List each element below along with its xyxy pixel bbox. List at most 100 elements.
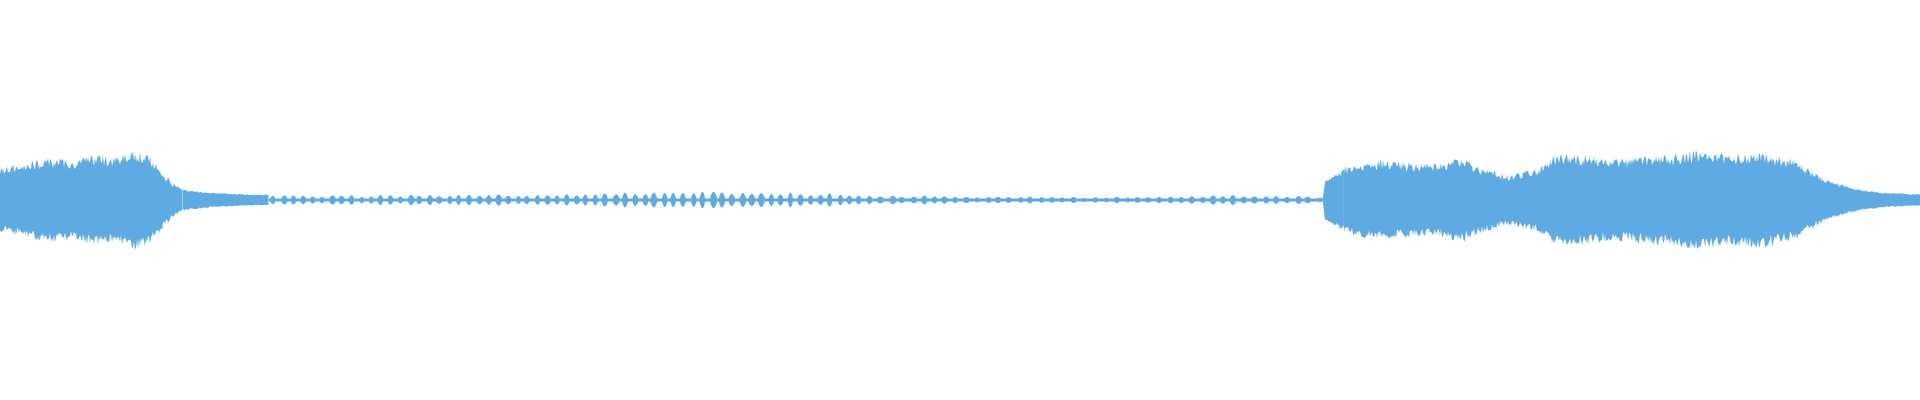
waveform-pulse [776,194,785,206]
waveform-pulse [1113,196,1121,204]
waveform-pulse [1069,196,1078,204]
waveform-pulse [650,192,658,208]
waveform-pulse [1016,197,1025,203]
waveform-pulse [407,194,415,206]
waveform-pulse [690,192,697,208]
waveform-pulse [1004,196,1013,204]
waveform-pulse [727,194,736,206]
waveform-pulse [269,195,276,205]
waveform-pulse [875,196,885,204]
waveform-pulse [1219,196,1227,204]
waveform-pulse [1133,197,1142,203]
waveform-pulse [1315,197,1325,203]
waveform-pulse [358,196,365,204]
waveform-pulse [709,191,718,209]
waveform-pulse [826,193,833,207]
waveform-pulse [563,194,570,206]
waveform-pulse [796,194,805,206]
waveform-pulse [845,195,854,205]
waveform-segment-5 [1344,150,1824,249]
waveform-pulse [455,195,462,205]
waveform-pulse [787,192,794,208]
waveform-pulse [592,194,599,206]
waveform-pulse [642,194,649,206]
waveform-pulse [337,195,346,205]
waveform-pulse [1124,197,1132,203]
waveform-pulse [465,194,473,206]
waveform-pulse [601,193,609,207]
waveform-pulse [318,196,326,204]
waveform-pulse [280,195,288,205]
waveform-pulse [747,194,756,206]
waveform-pulse [1155,196,1163,204]
waveform-pulse [1103,197,1110,203]
waveform-layer [0,150,1920,250]
waveform-pulse [415,195,423,205]
waveform-pulse [807,195,815,205]
waveform-pulse [621,192,629,208]
waveform-pulse [387,195,394,205]
waveform-pulse [1178,196,1185,204]
waveform-pulse [631,194,639,206]
waveform-pulse [1091,197,1100,203]
waveform-pulse [1283,196,1291,204]
waveform-pulse [1262,196,1270,204]
waveform-pulse [543,195,552,205]
waveform-pulse [1080,197,1088,203]
waveform-pulse [534,195,541,205]
waveform-pulse [435,196,444,204]
waveform-pulse [888,195,898,205]
waveform-pulse [699,191,706,209]
waveform-pulse [328,195,337,205]
waveform-segment-0 [0,150,182,250]
waveform-pulse [670,192,677,208]
waveform-pulse [475,195,484,205]
waveform-pulse [739,193,747,207]
waveform-pulse [447,195,453,205]
waveform-pulse [1294,196,1303,204]
waveform-pulse [553,195,560,205]
waveform-pulse [1239,196,1248,204]
waveform-pulse [582,194,589,206]
waveform-pulse [494,194,503,206]
waveform-pulse [368,196,375,204]
waveform-pulse [1047,197,1057,203]
waveform-pulse [1229,195,1237,205]
waveform-pulse [909,196,919,204]
waveform-baseline-2 [268,198,855,202]
waveform-pulse [299,195,307,205]
waveform-pulse [1166,196,1174,204]
waveform-pulse [718,192,726,208]
waveform-pulse [897,196,906,204]
waveform-pulse [290,195,297,205]
waveform-pulse [377,195,384,205]
waveform-pulse [855,195,863,205]
waveform-pulse [1209,195,1217,205]
waveform-pulse [1143,197,1153,203]
waveform-pulse [920,195,929,205]
waveform-pulse [994,196,1002,204]
waveform-segment-6 [1824,180,1920,220]
waveform-pulse [572,195,581,205]
waveform-pulse [931,196,938,204]
waveform-segment-4 [1322,169,1344,230]
waveform-pulse [1199,196,1207,204]
waveform-pulse [1188,196,1196,204]
waveform-pulse [1058,197,1066,203]
waveform-pulse [515,196,522,204]
waveform-pulse [485,195,492,205]
waveform-pulse [1249,196,1259,204]
waveform-pulse [348,195,355,205]
waveform-pulse [951,196,959,204]
waveform-pulse [426,194,434,206]
waveform-pulse [985,197,993,203]
waveform-pulse [962,196,971,204]
waveform-pulse [866,196,873,204]
waveform-pulse [1038,196,1045,204]
waveform-pulse [612,194,621,206]
waveform-pulse [397,196,404,204]
waveform-pulse [768,193,775,207]
waveform-pulse [940,196,949,204]
